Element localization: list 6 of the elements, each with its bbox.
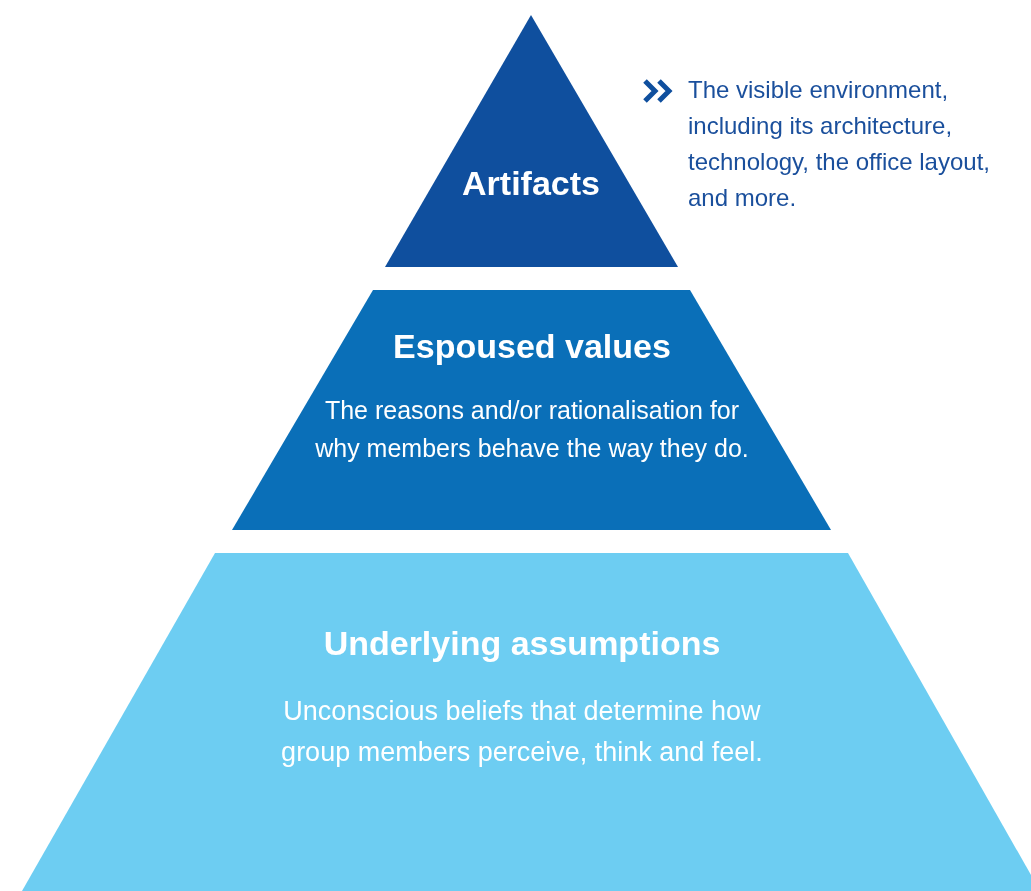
tier-heading: Artifacts: [461, 163, 601, 204]
tier-heading: Underlying assumptions: [322, 623, 722, 664]
tier-description: Unconscious beliefs that determine how group members perceive, think and feel.: [280, 695, 764, 769]
tier-description: The reasons and/or rationalisation for why members behave the way they do.: [314, 395, 750, 464]
tier-heading: Espoused values: [392, 326, 672, 367]
side-note: The visible environment, including its architecture, technology, the office layout, and more.: [688, 75, 991, 213]
